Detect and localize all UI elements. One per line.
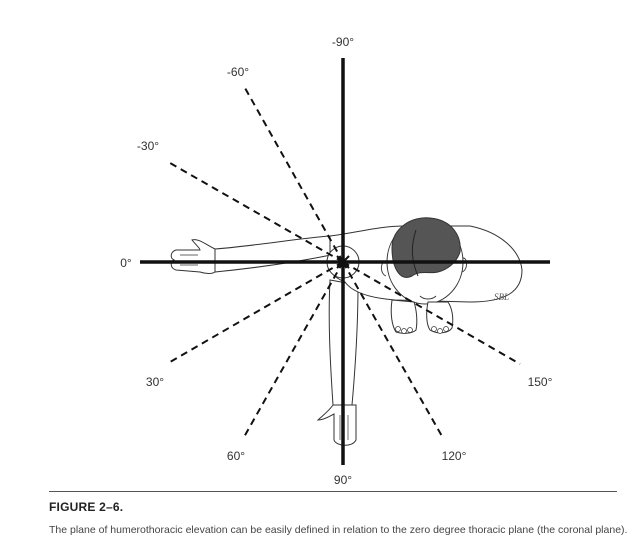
toe bbox=[395, 326, 401, 332]
label-pos150: 150° bbox=[528, 375, 553, 389]
label-zero: 0° bbox=[120, 256, 132, 270]
left-foot bbox=[390, 299, 418, 334]
ray-neg60 bbox=[244, 87, 344, 263]
lower-hand bbox=[316, 404, 357, 446]
center-star-icon bbox=[336, 255, 350, 269]
toe bbox=[431, 326, 437, 332]
hair-part bbox=[411, 229, 419, 277]
nose bbox=[419, 295, 437, 300]
plane-of-elevation-diagram: SBL -90° -60° -30° 0° 30° 60° 90° 120° 1… bbox=[120, 35, 552, 487]
label-neg90: -90° bbox=[332, 35, 354, 49]
label-pos120: 120° bbox=[442, 449, 467, 463]
label-pos30: 30° bbox=[146, 375, 164, 389]
artist-signature: SBL bbox=[494, 292, 509, 302]
toe bbox=[443, 326, 449, 332]
toe bbox=[407, 327, 413, 333]
ray-neg30 bbox=[169, 162, 344, 263]
ear-icon bbox=[461, 257, 468, 273]
abducted-arm bbox=[214, 235, 346, 273]
ray-pos150 bbox=[342, 261, 521, 365]
ray-pos120 bbox=[342, 261, 444, 439]
label-neg30: -30° bbox=[137, 139, 159, 153]
ray-pos60 bbox=[243, 261, 344, 438]
ray-pos30 bbox=[169, 261, 344, 363]
toe bbox=[401, 328, 407, 334]
toe bbox=[437, 328, 443, 334]
figure-caption: The plane of humerothoracic elevation ca… bbox=[49, 524, 628, 536]
angle-rays bbox=[169, 87, 521, 439]
angle-labels: -90° -60° -30° 0° 30° 60° 90° 120° 150° bbox=[120, 35, 552, 487]
label-neg60: -60° bbox=[227, 65, 249, 79]
caption-divider bbox=[49, 491, 617, 492]
left-hand bbox=[170, 239, 216, 274]
label-pos60: 60° bbox=[227, 449, 245, 463]
label-pos90: 90° bbox=[334, 473, 352, 487]
figure-title: FIGURE 2–6. bbox=[49, 500, 124, 514]
